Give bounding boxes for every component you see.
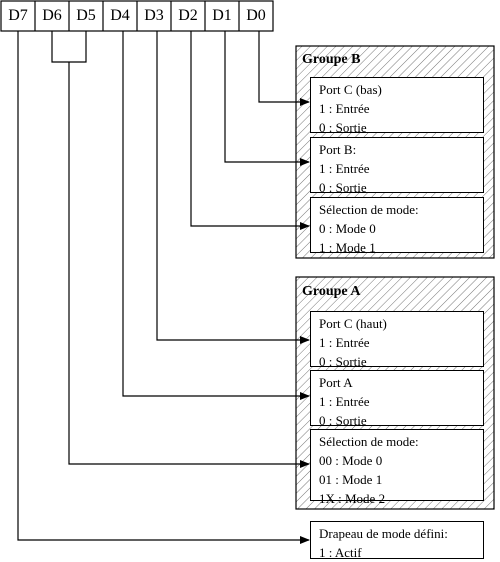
- bit-d7: D7: [8, 7, 28, 24]
- port-c-low-input: 1 : Entrée: [319, 101, 370, 116]
- port-c-low-box: Port C (bas) 1 : Entrée 0 : Sortie: [310, 77, 484, 135]
- mode-select-b-mode0: 0 : Mode 0: [319, 221, 376, 236]
- connector-d0: [258, 31, 310, 106]
- mode-flag-active: 1 : Actif: [319, 545, 362, 560]
- bit-d4: D4: [110, 7, 130, 24]
- bit-d3: D3: [144, 7, 164, 24]
- port-c-high-input: 1 : Entrée: [319, 335, 370, 350]
- mode-flag-box: Drapeau de mode défini: 1 : Actif: [310, 521, 484, 560]
- connector-d2: [190, 31, 310, 230]
- port-b-box: Port B: 1 : Entrée 0 : Sortie: [310, 137, 484, 195]
- connector-d3: [156, 31, 310, 344]
- mode-select-b-title: Sélection de mode:: [319, 202, 419, 217]
- mode-select-a-mode2: 1X : Mode 2: [319, 491, 386, 506]
- mode-select-a-box: Sélection de mode: 00 : Mode 0 01 : Mode…: [310, 429, 484, 506]
- port-c-high-output: 0 : Sortie: [319, 354, 367, 369]
- port-a-box: Port A 1 : Entrée 0 : Sortie: [310, 370, 484, 428]
- connectors: [17, 31, 310, 544]
- bit-d5: D5: [76, 7, 96, 24]
- port-c-high-box: Port C (haut) 1 : Entrée 0 : Sortie: [310, 311, 484, 369]
- mode-flag-title: Drapeau de mode défini:: [319, 526, 448, 541]
- bit-d6: D6: [42, 7, 62, 24]
- group-a-title: Groupe A: [302, 284, 361, 299]
- mode-select-a-title: Sélection de mode:: [319, 434, 419, 449]
- mode-select-a-mode1: 01 : Mode 1: [319, 472, 383, 487]
- connector-d6-d5: [68, 62, 310, 468]
- port-a-title: Port A: [319, 375, 353, 390]
- port-a-output: 0 : Sortie: [319, 413, 367, 428]
- mode-select-a-mode0: 00 : Mode 0: [319, 453, 383, 468]
- port-b-title: Port B:: [319, 142, 357, 157]
- connector-d7: [17, 31, 310, 544]
- connector-d1: [224, 31, 310, 166]
- bit-d0: D0: [246, 7, 266, 24]
- port-c-low-title: Port C (bas): [319, 82, 382, 97]
- bit-d1: D1: [212, 7, 232, 24]
- connector-d4: [122, 31, 310, 400]
- group-b-title: Groupe B: [302, 52, 361, 67]
- port-b-input: 1 : Entrée: [319, 161, 370, 176]
- port-a-input: 1 : Entrée: [319, 394, 370, 409]
- connector-d6-d5-bracket: [51, 31, 87, 63]
- port-c-high-title: Port C (haut): [319, 316, 387, 331]
- bit-d2: D2: [178, 7, 198, 24]
- bit-register: [0, 0, 274, 32]
- port-b-output: 0 : Sortie: [319, 180, 367, 195]
- port-c-low-output: 0 : Sortie: [319, 120, 367, 135]
- mode-select-b-box: Sélection de mode: 0 : Mode 0 1 : Mode 1: [310, 197, 484, 255]
- mode-select-b-mode1: 1 : Mode 1: [319, 240, 376, 255]
